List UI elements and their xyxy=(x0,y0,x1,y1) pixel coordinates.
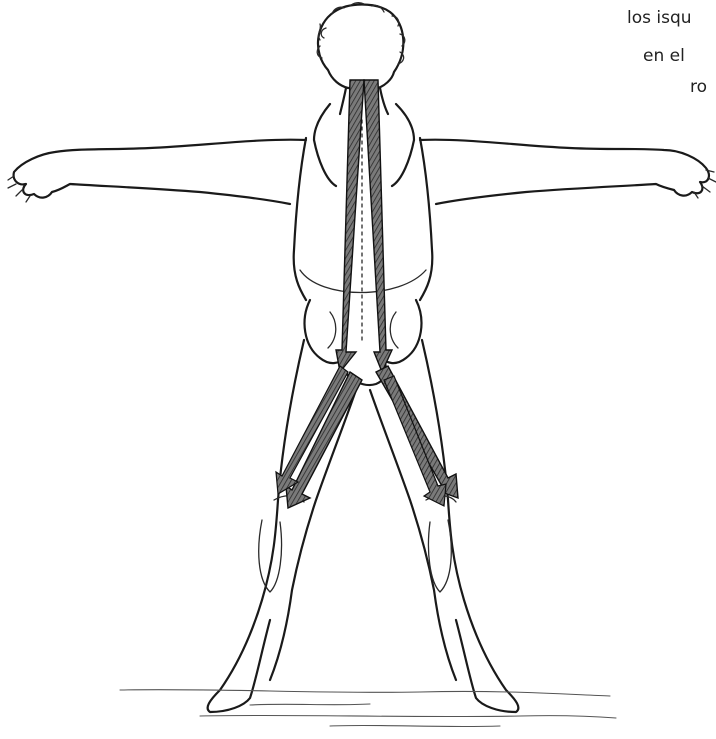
torso xyxy=(294,104,433,300)
hamstring-arrow-right-2 xyxy=(384,376,446,506)
back-arrow-left xyxy=(336,80,364,372)
back-arrow-right xyxy=(364,80,392,372)
hamstring-arrow-left xyxy=(286,372,362,508)
floor xyxy=(120,690,616,727)
legs xyxy=(208,340,519,712)
pelvis xyxy=(305,300,422,385)
